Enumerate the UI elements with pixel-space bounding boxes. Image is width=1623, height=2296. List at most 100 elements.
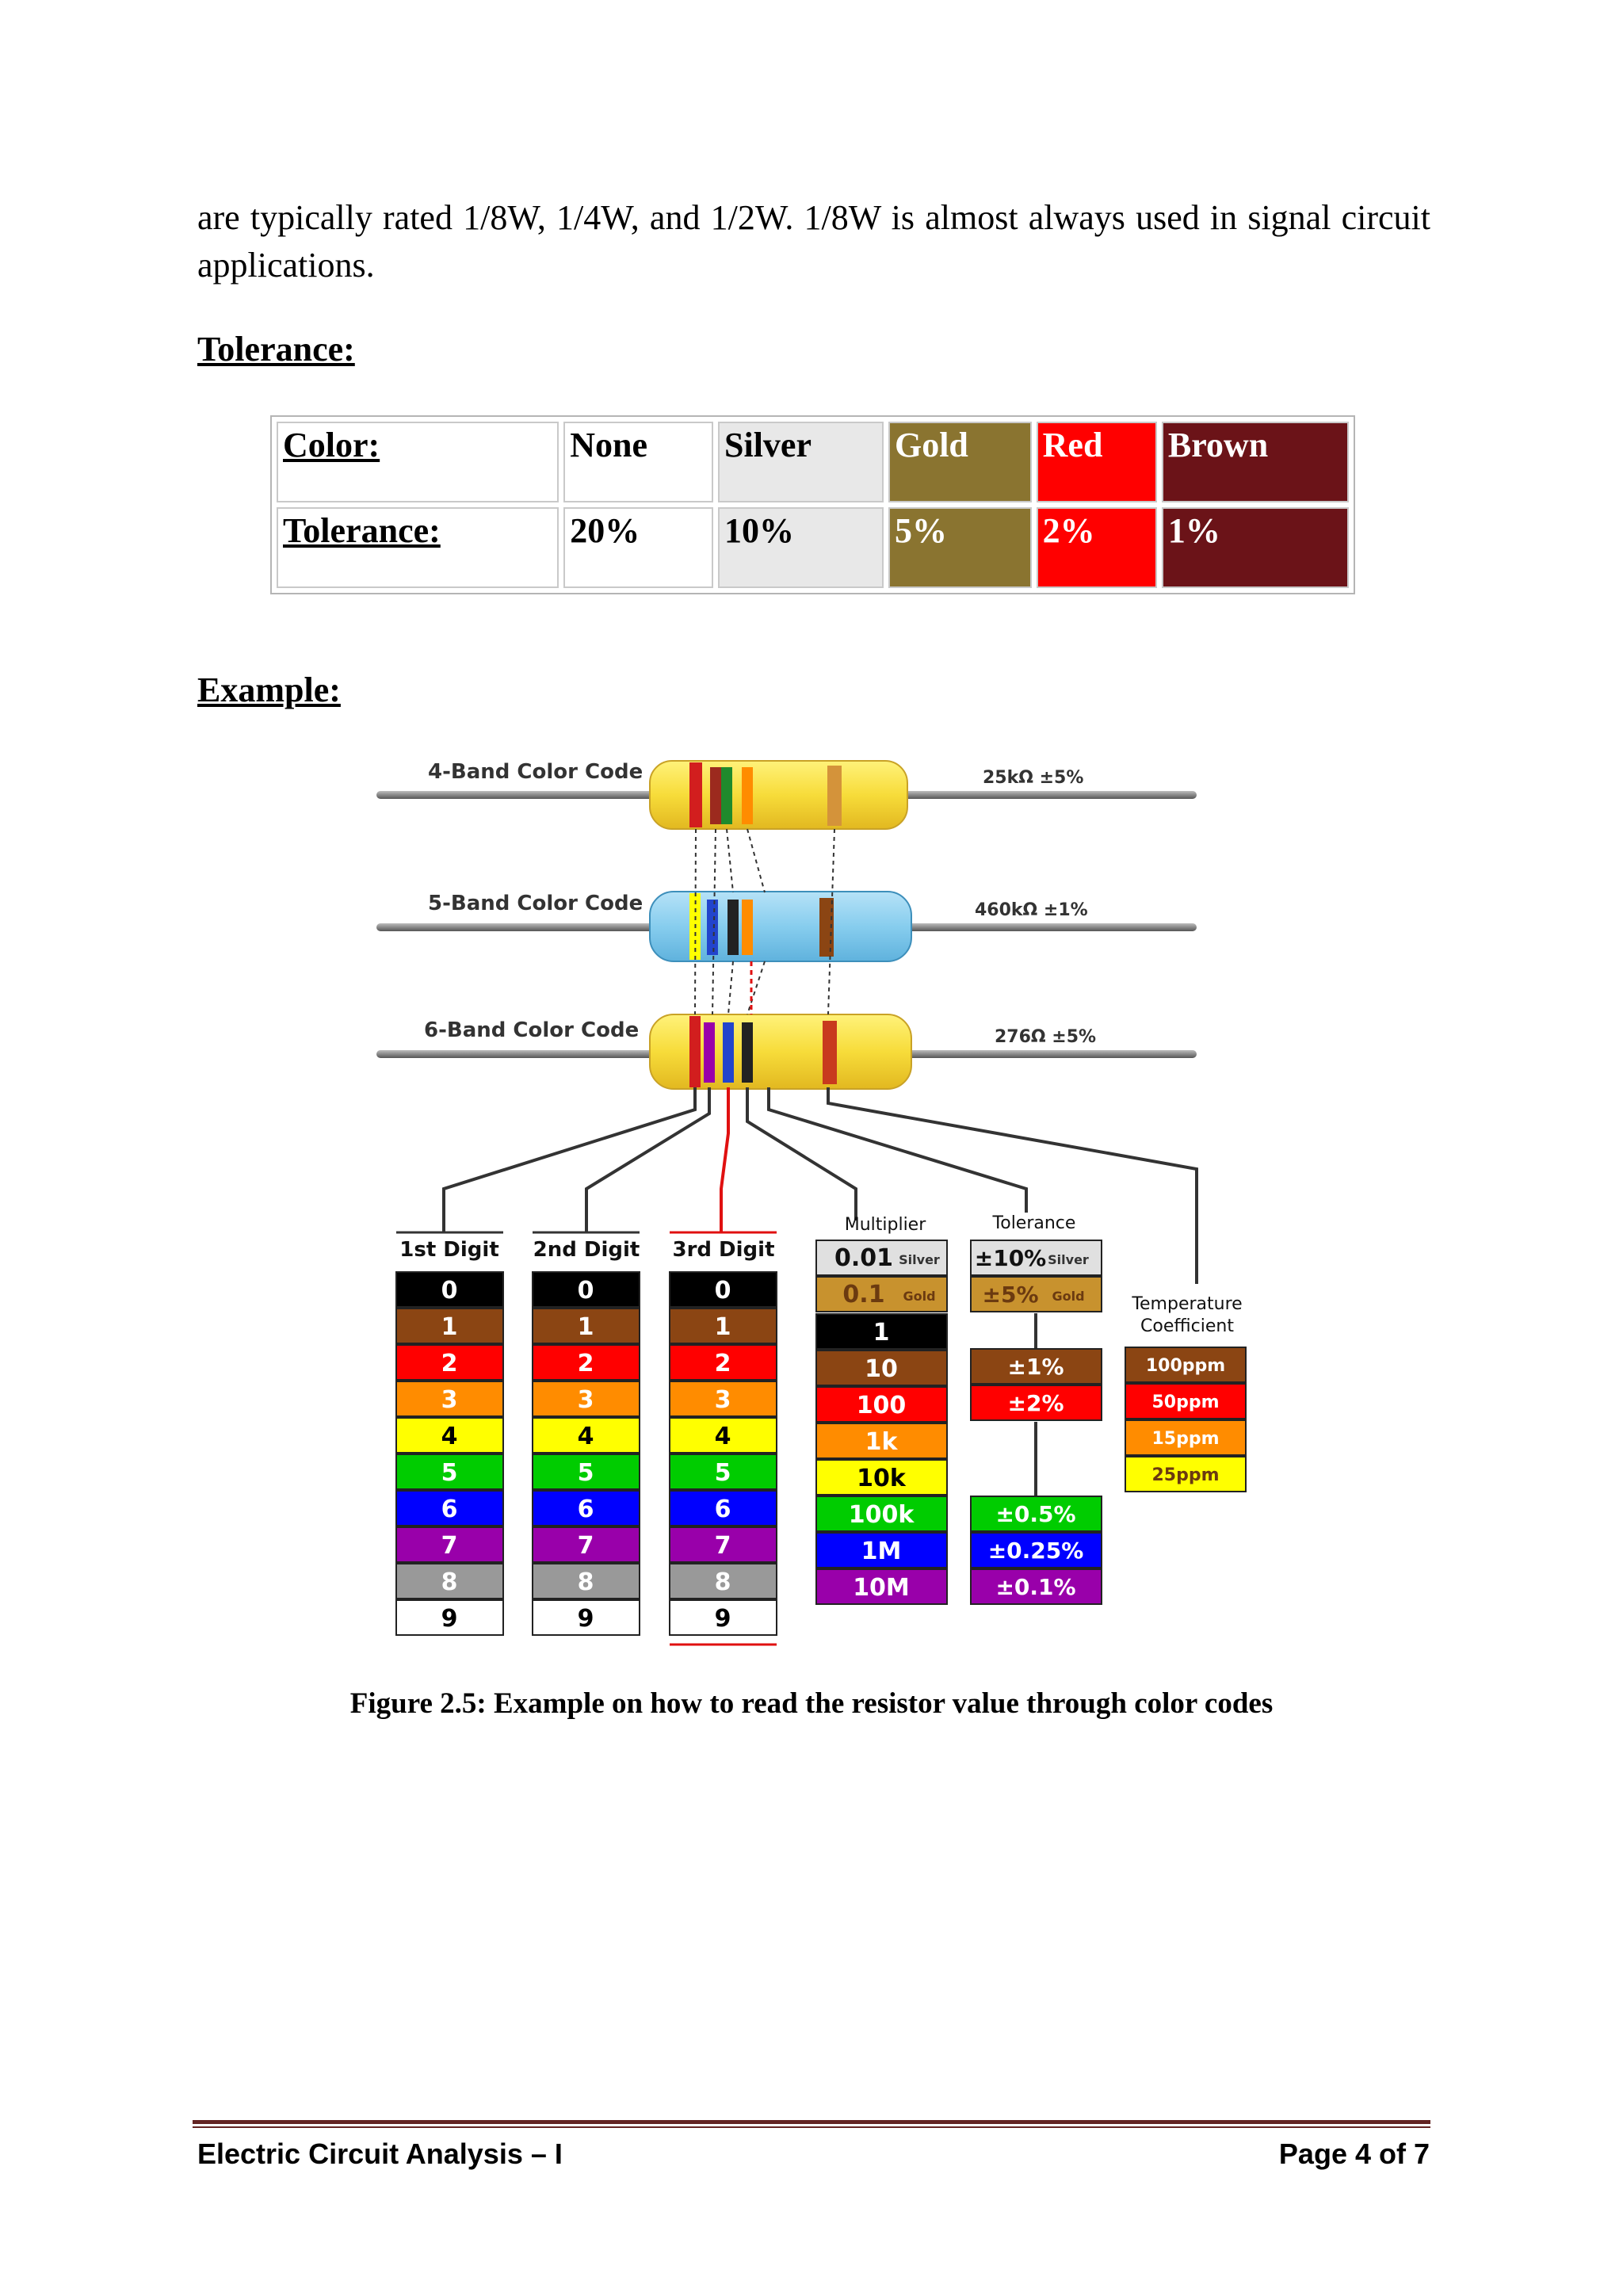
tolerance-cell-red: 2% (1036, 507, 1157, 588)
temp-label: 15ppm (1151, 1429, 1219, 1449)
multiplier-label: 10k (857, 1465, 907, 1492)
temp-cell (1125, 1419, 1247, 1456)
digit-cell (395, 1454, 504, 1490)
digit-cell (669, 1563, 777, 1599)
digit-cell (532, 1381, 640, 1417)
band-label-6: 6-Band Color Code (424, 1018, 639, 1042)
digit-cell (395, 1417, 504, 1454)
multiplier-label: 10 (865, 1355, 898, 1383)
intro-paragraph: are typically rated 1/8W, 1/4W, and 1/2W… (197, 198, 1430, 285)
digit-header-1: 1st Digit (399, 1238, 499, 1262)
digit-cell (395, 1271, 504, 1308)
digit-cell (395, 1599, 504, 1636)
tolerance-heading: Tolerance: (197, 330, 355, 369)
digit-cell (532, 1563, 640, 1599)
digit-label: 6 (441, 1496, 458, 1523)
temp-cell (1125, 1347, 1247, 1383)
tolerance-label: ±1% (1008, 1354, 1064, 1380)
digit-label: 3 (441, 1386, 458, 1414)
digit-label: 2 (578, 1350, 594, 1377)
resistor-color-code-figure: 4-Band Color Code 25kΩ ±5% 5-Band Color … (376, 760, 1247, 1646)
digit-cell (395, 1490, 504, 1526)
tolerance-cell (970, 1496, 1102, 1532)
tolerance-cell (970, 1385, 1102, 1421)
multiplier-tag: Gold (903, 1289, 935, 1304)
temp-label: 50ppm (1151, 1392, 1219, 1412)
band-label-5: 5-Band Color Code (428, 892, 643, 915)
example-heading: Example: (197, 670, 341, 709)
digit-cell (669, 1381, 777, 1417)
tolerance-cell-none: 20% (563, 507, 713, 588)
digit-cell (669, 1599, 777, 1636)
multiplier-label: 100k (849, 1501, 915, 1529)
multiplier-cell (815, 1568, 948, 1605)
multiplier-cell (815, 1459, 948, 1496)
digit-label: 7 (715, 1532, 731, 1560)
digit-label: 5 (715, 1459, 731, 1487)
tolerance-value: ±10% (975, 1245, 1046, 1271)
digit-label: 1 (578, 1313, 594, 1341)
multiplier-tag: Silver (899, 1252, 940, 1267)
temp-cell (1125, 1383, 1247, 1419)
tolerance-cell (970, 1568, 1102, 1605)
digit-label: 5 (578, 1459, 594, 1487)
footer-title: Electric Circuit Analysis – I (197, 2137, 563, 2170)
resistor-4-band: 4-Band Color Code 25kΩ ±5% (376, 760, 1197, 830)
tolerance-top-cell (970, 1240, 1102, 1276)
digit-label: 8 (715, 1568, 731, 1596)
digit-header-3: 3rd Digit (672, 1238, 774, 1262)
digit-label: 2 (441, 1350, 458, 1377)
multiplier-label: 1k (865, 1428, 899, 1456)
tolerance-label: ±2% (1008, 1390, 1064, 1416)
tolerance-tag: Gold (1052, 1289, 1084, 1304)
resistor-6-band: 6-Band Color Code 276Ω ±5% (376, 1014, 1197, 1090)
digit-label: 5 (441, 1459, 458, 1487)
table-row: Color: None Silver Gold Red Brown (277, 422, 1349, 502)
digit-cell (395, 1526, 504, 1563)
third-digit-leader (720, 1087, 730, 1232)
tolerance-label: ±0.1% (995, 1574, 1075, 1600)
resistor-5-band: 5-Band Color Code 460kΩ ±1% (376, 891, 1197, 962)
tolerance-tag: Silver (1048, 1252, 1089, 1267)
tolerance-label: ±0.5% (995, 1501, 1075, 1527)
digit-cell (532, 1526, 640, 1563)
digit-label: 0 (715, 1277, 731, 1305)
digit-label: 8 (441, 1568, 458, 1596)
multiplier-value: 0.01 (834, 1244, 893, 1272)
value-label-6: 276Ω ±5% (995, 1027, 1096, 1047)
value-label-5: 460kΩ ±1% (975, 900, 1088, 920)
digit-label: 3 (578, 1386, 594, 1414)
digit-label: 4 (715, 1423, 731, 1450)
color-label-cell: Color: (277, 422, 559, 502)
value-label-4: 25kΩ ±5% (983, 768, 1083, 788)
digit-cell (395, 1563, 504, 1599)
tolerance-cell-silver: 10% (718, 507, 884, 588)
band-guides (694, 828, 835, 1015)
multiplier-label: 100 (857, 1392, 907, 1419)
digit-label: 9 (715, 1605, 731, 1633)
page-number: Page 4 of 7 (1278, 2137, 1430, 2170)
tolerance-cell (970, 1348, 1102, 1385)
tolerance-label-cell: Tolerance: (277, 507, 559, 588)
tolerance-column: ±10%Silver±5%Gold±1%±2%±0.5%±0.25%±0.1% (970, 1240, 1102, 1605)
tolerance-cell-brown: 1% (1161, 507, 1349, 588)
multiplier-cell (815, 1496, 948, 1532)
digit-label: 7 (578, 1532, 594, 1560)
digit-cell (532, 1417, 640, 1454)
color-cell-silver: Silver (718, 422, 884, 502)
digit-label: 4 (441, 1423, 458, 1450)
color-cell-red: Red (1036, 422, 1157, 502)
tolerance-label: ±0.25% (988, 1538, 1084, 1564)
digit-cell (395, 1344, 504, 1381)
tolerance-header: Tolerance (992, 1213, 1076, 1233)
temp-cell (1125, 1456, 1247, 1492)
digit-label: 0 (578, 1277, 594, 1305)
digit-cell (669, 1417, 777, 1454)
multiplier-cell (815, 1313, 948, 1350)
temp-label: 25ppm (1151, 1465, 1219, 1485)
digit-cell (669, 1344, 777, 1381)
tolerance-cell-gold: 5% (888, 507, 1032, 588)
digit-header-2: 2nd Digit (533, 1238, 640, 1262)
